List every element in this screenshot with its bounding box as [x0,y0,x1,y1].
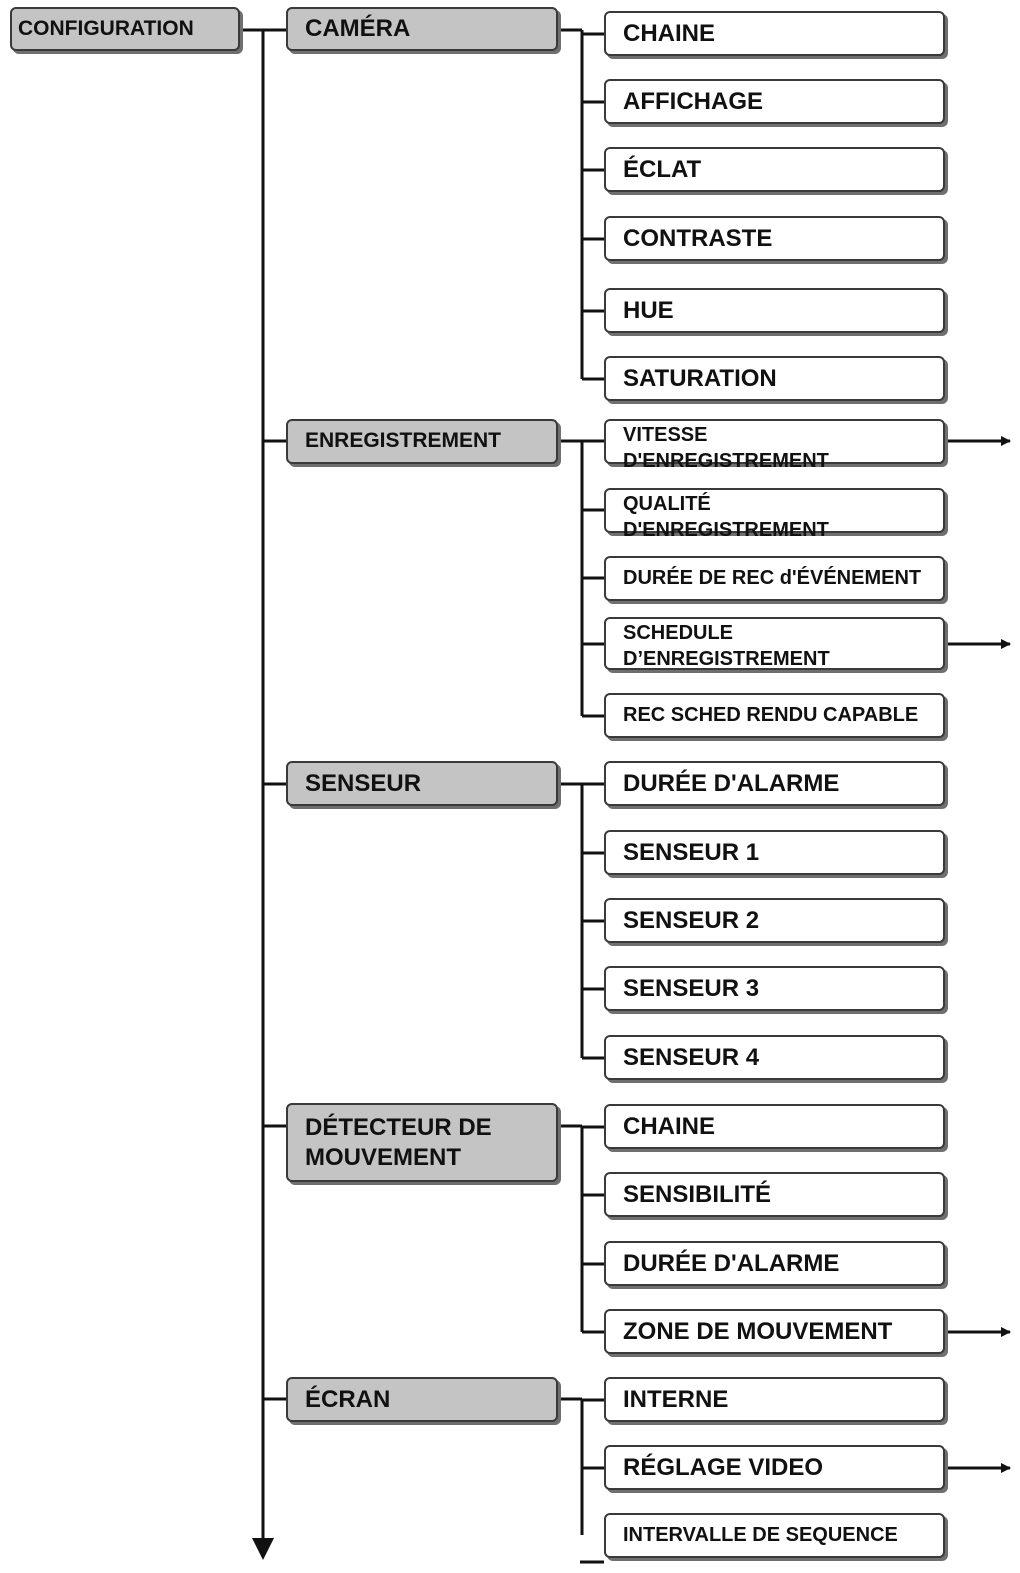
menu-item-label: RÉGLAGE VIDEO [623,1453,824,1481]
menu-item-label: REC SCHED RENDU CAPABLE [623,704,919,726]
menu-item-interne[interactable]: INTERNE [604,1377,945,1422]
menu-item-label: DURÉE D'ALARME [623,1249,840,1277]
menu-item-chaine-detection[interactable]: CHAINE [604,1104,945,1149]
menu-item-hue[interactable]: HUE [604,288,945,333]
menu-item-label: DURÉE DE REC d'ÉVÉNEMENT [623,567,922,589]
menu-item-senseur-2[interactable]: SENSEUR 2 [604,898,945,943]
menu-item-chaine[interactable]: CHAINE [604,11,945,56]
menu-item-duree-alarme[interactable]: DURÉE D'ALARME [604,761,945,806]
menu-item-qualite-enregistrement[interactable]: QUALITÉ D'ENREGISTREMENT [604,488,945,541]
category-label: DÉTECTEUR DE MOUVEMENT [305,1113,492,1171]
category-detecteur-mouvement[interactable]: DÉTECTEUR DE MOUVEMENT [286,1103,558,1182]
menu-item-duree-alarme-detection[interactable]: DURÉE D'ALARME [604,1241,945,1286]
category-senseur[interactable]: SENSEUR [286,761,558,806]
main-spine-arrowhead [252,1538,274,1560]
menu-item-senseur-3[interactable]: SENSEUR 3 [604,966,945,1011]
menu-item-intervalle-sequence[interactable]: INTERVALLE DE SEQUENCE [604,1513,945,1558]
menu-item-affichage[interactable]: AFFICHAGE [604,79,945,124]
menu-item-reglage-video[interactable]: RÉGLAGE VIDEO [604,1445,945,1490]
menu-item-label: CHAINE [623,1112,716,1140]
menu-item-eclat[interactable]: ÉCLAT [604,147,945,192]
menu-item-rec-sched-rendu-capable[interactable]: REC SCHED RENDU CAPABLE [604,693,945,738]
menu-item-contraste[interactable]: CONTRASTE [604,216,945,261]
menu-item-label: SENSIBILITÉ [623,1180,772,1208]
menu-item-label: HUE [623,296,674,324]
category-ecran[interactable]: ÉCRAN [286,1377,558,1422]
menu-item-label: INTERNE [623,1385,729,1413]
menu-item-label: INTERVALLE DE SEQUENCE [623,1524,898,1546]
config-root-label: CONFIGURATION [18,16,194,40]
menu-item-duree-rec-evenement[interactable]: DURÉE DE REC d'ÉVÉNEMENT [604,556,945,601]
menu-item-zone-mouvement[interactable]: ZONE DE MOUVEMENT [604,1309,945,1354]
category-label: ENREGISTREMENT [305,429,502,453]
category-label: SENSEUR [305,769,422,797]
menu-item-saturation[interactable]: SATURATION [604,356,945,401]
menu-item-schedule-enregistrement[interactable]: SCHEDULE D’ENREGISTREMENT [604,617,945,670]
menu-item-label: SATURATION [623,364,777,392]
menu-item-label: CONTRASTE [623,224,773,252]
menu-item-label: ÉCLAT [623,155,702,183]
category-label: ÉCRAN [305,1385,391,1413]
menu-item-vitesse-enregistrement[interactable]: VITESSE D'ENREGISTREMENT [604,419,945,472]
menu-item-label: SENSEUR 2 [623,906,760,934]
menu-item-label: QUALITÉ D'ENREGISTREMENT [623,493,829,541]
menu-item-senseur-4[interactable]: SENSEUR 4 [604,1035,945,1080]
menu-item-senseur-1[interactable]: SENSEUR 1 [604,830,945,875]
category-camera[interactable]: CAMÉRA [286,7,558,51]
config-root-box[interactable]: CONFIGURATION [10,7,240,51]
category-enregistrement[interactable]: ENREGISTREMENT [286,419,558,464]
menu-item-label: SCHEDULE D’ENREGISTREMENT [623,622,830,670]
menu-item-label: AFFICHAGE [623,87,763,115]
category-label: CAMÉRA [305,15,411,43]
menu-item-sensibilite[interactable]: SENSIBILITÉ [604,1172,945,1217]
menu-item-label: SENSEUR 3 [623,974,760,1002]
menu-item-label: ZONE DE MOUVEMENT [623,1317,893,1345]
menu-item-label: CHAINE [623,19,716,47]
menu-item-label: SENSEUR 4 [623,1043,760,1071]
menu-item-label: VITESSE D'ENREGISTREMENT [623,424,829,472]
menu-item-label: DURÉE D'ALARME [623,769,840,797]
menu-item-label: SENSEUR 1 [623,838,760,866]
